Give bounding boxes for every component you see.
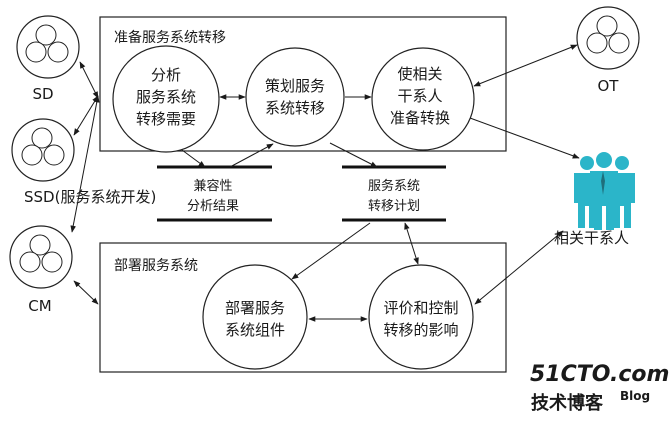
evaluate-process-line-2: 转移的影响 bbox=[383, 321, 458, 339]
deploy-components-process-circle bbox=[202, 264, 308, 370]
watermark-logo: 51CTO.com 技术博客 Blog bbox=[530, 362, 669, 414]
ready-process-line-2: 干系人 bbox=[397, 87, 442, 105]
plan-store-line-2: 转移计划 bbox=[368, 199, 420, 214]
stakeholders-label: 相关干系人 bbox=[554, 229, 629, 247]
svg-text:Blog: Blog bbox=[620, 389, 650, 403]
cm-deploy-arrow bbox=[73, 280, 99, 305]
analyze-process-circle bbox=[112, 45, 220, 153]
svg-text:51CTO.com: 51CTO.com bbox=[530, 362, 669, 387]
ssd-entity-icon bbox=[11, 118, 75, 182]
plan-store-arrow bbox=[329, 142, 378, 168]
evaluate-process-line-1: 评价和控制 bbox=[383, 299, 458, 317]
plan-process-circle bbox=[245, 47, 345, 147]
svg-text:技术博客: 技术博客 bbox=[531, 392, 604, 414]
plan-store-line-1: 服务系统 bbox=[368, 178, 420, 194]
sd-entity-icon bbox=[16, 15, 80, 79]
compat-store-line-1: 兼容性 bbox=[193, 178, 232, 194]
deploy-group-box bbox=[99, 242, 507, 373]
evaluate-process-circle bbox=[368, 264, 474, 370]
cm-group-arrow bbox=[70, 95, 100, 233]
ot-entity-icon bbox=[576, 6, 640, 70]
deploy-components-line-1: 部署服务 bbox=[225, 299, 285, 317]
cm-entity-icon bbox=[9, 225, 73, 289]
compat-plan-arrow bbox=[229, 143, 274, 168]
analyze-process-line-2: 服务系统 bbox=[136, 88, 196, 106]
sd-group-arrow bbox=[79, 61, 99, 99]
ready-process-line-1: 使相关 bbox=[397, 65, 442, 83]
deploy-group-label: 部署服务系统 bbox=[114, 258, 198, 274]
stakeholders-people-icon bbox=[574, 152, 635, 230]
ready-process-line-3: 准备转换 bbox=[390, 109, 450, 127]
ready-ot-arrow bbox=[473, 44, 578, 87]
compat-store-line-2: 分析结果 bbox=[187, 199, 239, 214]
plan-process-line-1: 策划服务 bbox=[265, 77, 325, 95]
ready-stakeholders-arrow bbox=[469, 117, 580, 159]
evaluate-stakeholders-arrow bbox=[474, 230, 564, 305]
store-evaluate-arrow bbox=[404, 222, 419, 265]
analyze-compat-arrow bbox=[181, 149, 206, 168]
plan-process-line-2: 系统转移 bbox=[265, 99, 325, 117]
analyze-process-line-1: 分析 bbox=[151, 66, 181, 84]
prepare-group-label: 准备服务系统转移 bbox=[114, 29, 226, 46]
deploy-components-line-2: 系统组件 bbox=[225, 321, 285, 339]
analyze-process-line-3: 转移需要 bbox=[136, 110, 196, 128]
ready-process-circle bbox=[371, 47, 475, 151]
ot-label: OT bbox=[598, 77, 620, 95]
cm-label: CM bbox=[28, 297, 51, 315]
sd-label: SD bbox=[32, 85, 53, 103]
ssd-label: SSD(服务系统开发) bbox=[24, 188, 156, 206]
store-deploy-arrow bbox=[291, 222, 371, 280]
